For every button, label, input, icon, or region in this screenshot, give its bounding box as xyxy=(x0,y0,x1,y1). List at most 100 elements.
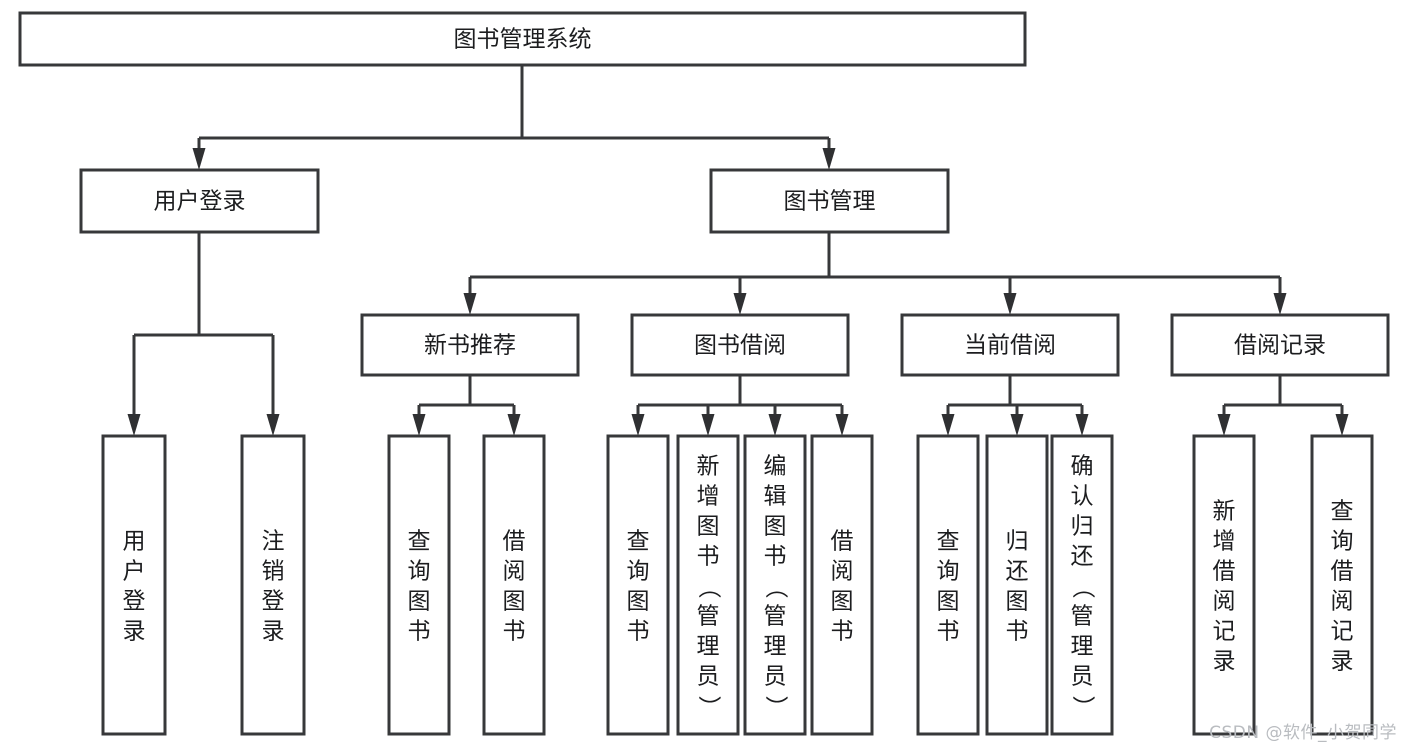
connector-arrow-icon xyxy=(733,293,747,315)
node-box[interactable] xyxy=(1310,434,1374,736)
connector-arrow-icon xyxy=(701,414,715,436)
node-level3[interactable]: 新书推荐 xyxy=(360,313,580,377)
node-box[interactable] xyxy=(1050,434,1114,736)
node-label-char: 登 xyxy=(262,589,285,615)
node-box[interactable] xyxy=(18,11,1027,67)
node-box[interactable] xyxy=(1170,313,1390,377)
node-level3[interactable]: 当前借阅 xyxy=(900,313,1120,377)
node-label-char: 书 xyxy=(697,544,720,570)
connector-arrow-icon xyxy=(412,414,426,436)
node-box[interactable] xyxy=(916,434,980,736)
node-box[interactable] xyxy=(101,434,167,736)
node-label-char: 询 xyxy=(408,559,431,585)
node-root[interactable]: 图书管理系统 xyxy=(18,11,1027,67)
node-label-char: 书 xyxy=(408,619,431,645)
node-box[interactable] xyxy=(79,168,320,234)
node-label-char: 管 xyxy=(764,604,787,630)
node-label-char: 借 xyxy=(831,529,854,555)
node-label-char: 录 xyxy=(1331,649,1354,675)
connector-arrow-icon xyxy=(822,148,836,170)
node-label-char: （ xyxy=(1070,576,1096,599)
nodes-layer: 图书管理系统用户登录图书管理新书推荐图书借阅当前借阅借阅记录用户登录注销登录查询… xyxy=(18,11,1390,736)
node-label: 用户登录 xyxy=(154,189,246,215)
node-box[interactable] xyxy=(360,313,580,377)
node-label-char: 用 xyxy=(123,529,146,555)
node-box[interactable] xyxy=(630,313,850,377)
node-box[interactable] xyxy=(1192,434,1256,736)
node-label-char: 新 xyxy=(1213,499,1236,525)
node-leaf[interactable]: 用户登录 xyxy=(101,434,167,736)
node-label-char: 书 xyxy=(1006,619,1029,645)
node-label-char: 增 xyxy=(1213,529,1236,555)
node-label: 当前借阅 xyxy=(964,333,1056,359)
node-label-char: 图 xyxy=(627,589,650,615)
node-label-char: 归 xyxy=(1006,529,1029,555)
node-label-char: （ xyxy=(763,576,789,599)
node-label-char: 新 xyxy=(697,454,720,480)
node-label-char: 阅 xyxy=(831,559,854,585)
connector-arrow-icon xyxy=(768,414,782,436)
connector-arrow-icon xyxy=(835,414,849,436)
node-box[interactable] xyxy=(743,434,807,736)
connector-arrow-icon xyxy=(1273,293,1287,315)
connector-arrow-icon xyxy=(1003,293,1017,315)
node-label-char: 销 xyxy=(262,559,285,585)
node-label-char: 编 xyxy=(764,454,787,480)
connector-arrow-icon xyxy=(127,414,141,436)
node-label-char: ） xyxy=(696,696,722,719)
connector-group xyxy=(941,375,1089,436)
connector-group xyxy=(127,232,280,436)
node-label-char: 书 xyxy=(627,619,650,645)
node-label-char: 查 xyxy=(408,529,431,555)
node-box[interactable] xyxy=(387,434,451,736)
connector-group xyxy=(631,375,849,436)
node-label-char: 注 xyxy=(262,529,285,555)
node-label-char: 图 xyxy=(697,514,720,540)
node-label-char: 图 xyxy=(937,589,960,615)
node-label-char: 图 xyxy=(503,589,526,615)
node-box[interactable] xyxy=(240,434,306,736)
connector-arrow-icon xyxy=(1335,414,1349,436)
node-label-char: 还 xyxy=(1071,544,1094,570)
node-label-char: 阅 xyxy=(503,559,526,585)
connector-arrow-icon xyxy=(463,293,477,315)
node-label-char: 理 xyxy=(1071,634,1094,660)
node-box[interactable] xyxy=(709,168,950,234)
node-box[interactable] xyxy=(606,434,670,736)
node-label-char: 书 xyxy=(831,619,854,645)
node-label: 新书推荐 xyxy=(424,333,516,359)
node-label-char: 管 xyxy=(1071,604,1094,630)
node-label-char: 阅 xyxy=(1331,589,1354,615)
node-box[interactable] xyxy=(810,434,874,736)
node-level2[interactable]: 用户登录 xyxy=(79,168,320,234)
node-label-char: 询 xyxy=(627,559,650,585)
node-level2[interactable]: 图书管理 xyxy=(709,168,950,234)
connector-arrow-icon xyxy=(1010,414,1024,436)
node-box[interactable] xyxy=(482,434,546,736)
node-box[interactable] xyxy=(676,434,740,736)
node-label-char: ） xyxy=(1070,696,1096,719)
node-level3[interactable]: 图书借阅 xyxy=(630,313,850,377)
node-box[interactable] xyxy=(985,434,1049,736)
node-box[interactable] xyxy=(900,313,1120,377)
node-label-char: 图 xyxy=(1006,589,1029,615)
node-label-char: 管 xyxy=(697,604,720,630)
node-label-char: 借 xyxy=(1331,559,1354,585)
node-label-char: 记 xyxy=(1331,619,1354,645)
node-level3[interactable]: 借阅记录 xyxy=(1170,313,1390,377)
node-label-char: 确 xyxy=(1071,454,1094,480)
connector-arrow-icon xyxy=(941,414,955,436)
